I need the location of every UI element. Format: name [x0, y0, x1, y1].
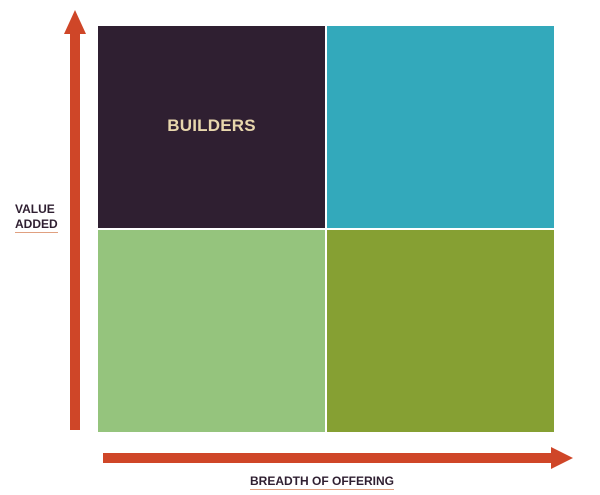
- x-axis-arrow: [103, 447, 573, 469]
- quadrant-label-builders: BUILDERS: [167, 116, 256, 135]
- quadrant-bottom-left: [98, 230, 325, 432]
- quadrant-top-right: [327, 26, 554, 228]
- y-axis-label-line1: VALUE: [15, 202, 55, 216]
- quadrant-top-left: BUILDERS: [98, 26, 325, 228]
- y-axis-label-line2: ADDED: [15, 217, 58, 231]
- quadrant-matrix: BUILDERS: [98, 26, 554, 432]
- x-axis-label: BREADTH OF OFFERING: [250, 474, 394, 490]
- y-axis-arrow: [64, 10, 86, 430]
- y-axis-label: VALUE ADDED: [15, 202, 58, 233]
- quadrant-bottom-right: [327, 230, 554, 432]
